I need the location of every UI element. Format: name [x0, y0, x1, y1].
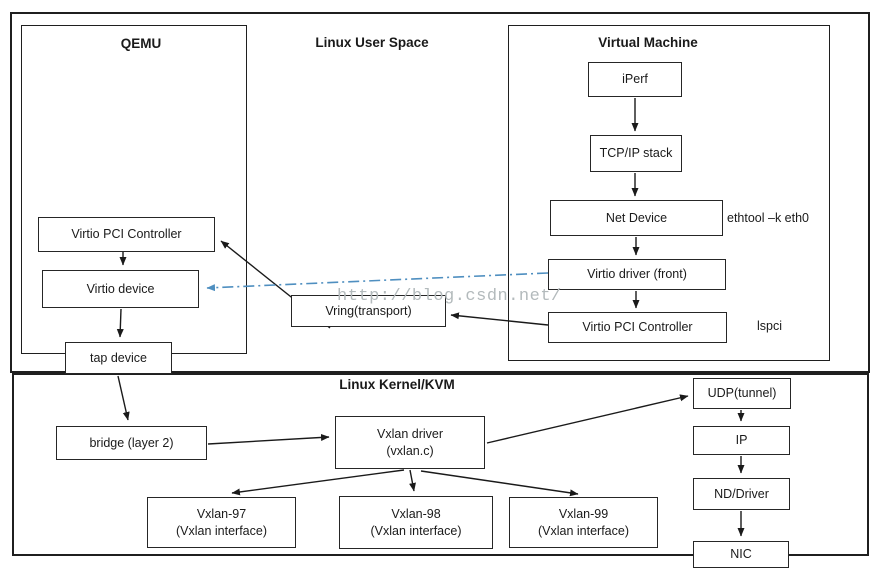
node-label: tap device — [90, 350, 147, 365]
node-label: Virtio PCI Controller — [71, 227, 182, 242]
vm-region — [508, 25, 830, 361]
node-vring: Vring(transport) — [291, 295, 446, 327]
node-label: UDP(tunnel) — [707, 386, 777, 401]
node-label: IP — [735, 433, 748, 448]
node-label: Virtio device — [86, 281, 155, 296]
node-virtio-device: Virtio device — [42, 270, 199, 308]
ethtool-annotation: ethtool –k eth0 — [727, 211, 810, 225]
node-sublabel: (Vxlan interface) — [175, 523, 267, 538]
node-label: bridge (layer 2) — [89, 435, 174, 450]
kernel-title: Linux Kernel/KVM — [339, 377, 455, 392]
node-sublabel: (Vxlan interface) — [537, 523, 629, 538]
user-space-title: Linux User Space — [315, 35, 429, 50]
node-nic: NIC — [693, 541, 789, 568]
node-label: TCP/IP stack — [599, 146, 673, 161]
node-label: Net Device — [605, 210, 668, 225]
node-label: Vxlan-99 — [558, 506, 609, 521]
node-sublabel: (Vxlan interface) — [370, 523, 462, 538]
node-label: Virtio PCI Controller — [582, 320, 693, 335]
node-tcpip-stack: TCP/IP stack — [590, 135, 682, 172]
node-label: iPerf — [622, 72, 648, 87]
node-bridge: bridge (layer 2) — [56, 426, 207, 460]
node-label: Vring(transport) — [325, 303, 412, 318]
node-vxlan-97: Vxlan-97 (Vxlan interface) — [147, 497, 296, 548]
node-ip: IP — [693, 426, 790, 455]
node-vxlan-driver: Vxlan driver (vxlan.c) — [335, 416, 485, 469]
node-label: Vxlan-98 — [391, 506, 441, 521]
node-udp-tunnel: UDP(tunnel) — [693, 378, 791, 409]
virtio-dashdot-path — [206, 272, 549, 292]
node-label: Vxlan driver — [377, 426, 443, 441]
vm-title: Virtual Machine — [598, 35, 698, 50]
user-space-region — [10, 12, 870, 373]
node-virtio-driver-front: Virtio driver (front) — [548, 259, 726, 290]
qemu-title: QEMU — [120, 36, 162, 51]
node-label: NIC — [730, 547, 752, 562]
node-virtio-pci-qemu: Virtio PCI Controller — [38, 217, 215, 252]
node-iperf: iPerf — [588, 62, 682, 97]
node-label: ND/Driver — [714, 486, 769, 501]
node-vxlan-99: Vxlan-99 (Vxlan interface) — [509, 497, 658, 548]
node-label: Virtio driver (front) — [587, 267, 687, 282]
node-virtio-pci-vm: Virtio PCI Controller — [548, 312, 727, 343]
node-tap-device: tap device — [65, 342, 172, 374]
lspci-annotation: lspci — [757, 319, 783, 333]
node-vxlan-98: Vxlan-98 (Vxlan interface) — [339, 496, 493, 549]
node-label: Vxlan-97 — [196, 506, 247, 521]
node-nd-driver: ND/Driver — [693, 478, 790, 510]
node-net-device: Net Device — [550, 200, 723, 236]
kernel-region — [12, 373, 869, 556]
node-sublabel: (vxlan.c) — [386, 443, 434, 458]
